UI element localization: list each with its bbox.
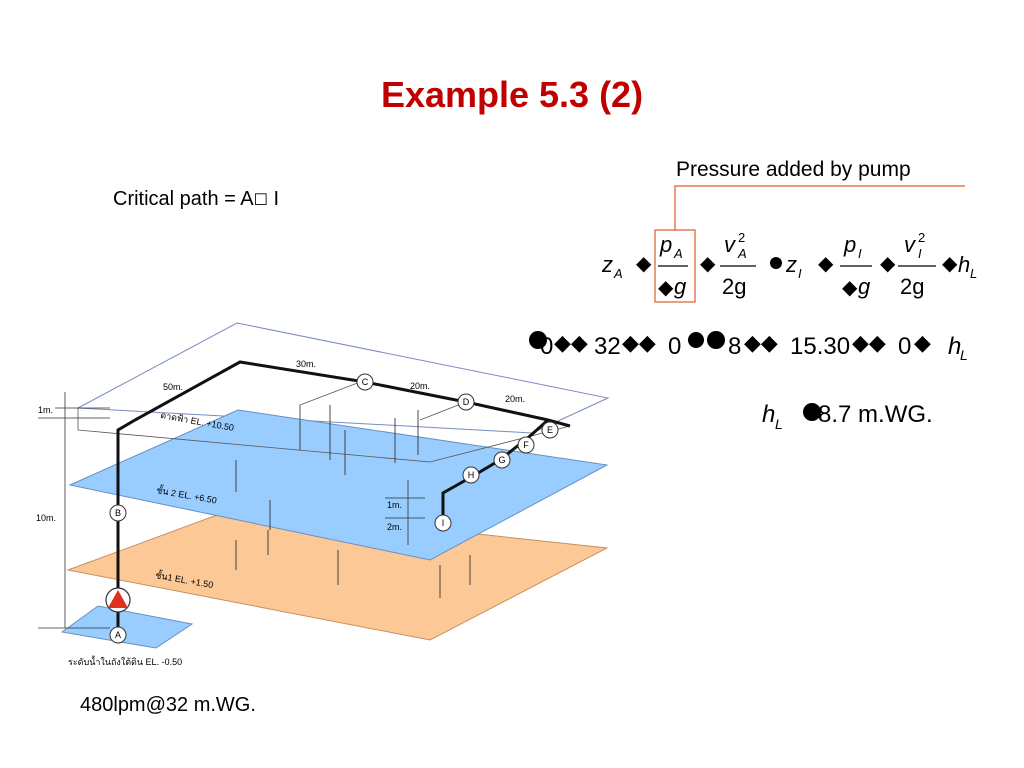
svg-text:F: F [523, 440, 529, 450]
svg-text:0: 0 [540, 333, 553, 360]
svg-text:2: 2 [738, 230, 745, 245]
energy-equation: z A ◆ p A ◆ g ◆ v 2 A 2g z I ◆ p I ◆ g ◆… [601, 230, 977, 299]
svg-text:v: v [724, 232, 737, 257]
node-I: I [434, 514, 452, 532]
svg-text:h: h [762, 401, 775, 428]
svg-text:I: I [798, 266, 802, 281]
svg-text:◆: ◆ [942, 251, 958, 275]
svg-text:I: I [918, 246, 922, 261]
critical-path-end: I [267, 188, 280, 210]
roof-outline [76, 322, 610, 434]
eq1-plus-glyph-2: ◆ [700, 251, 716, 275]
node-F: F [517, 436, 535, 454]
svg-text:◆◆: ◆◆ [622, 331, 656, 356]
svg-text:2m.: 2m. [387, 522, 402, 532]
svg-text:◆: ◆ [818, 251, 834, 275]
pump-term-highlight-box [654, 229, 696, 303]
node-E: E [541, 421, 559, 439]
svg-text:B: B [115, 508, 121, 518]
svg-text:A: A [613, 266, 623, 281]
svg-text:0: 0 [898, 333, 911, 360]
svg-text:L: L [775, 416, 783, 432]
piping-diagram: 1m. 10m. 1m. 2m. 50m. 30m. 20m. 20m. ดาด… [36, 322, 610, 667]
svg-text:z: z [785, 252, 797, 277]
svg-text:v: v [904, 232, 917, 257]
svg-text:G: G [498, 455, 505, 465]
eq1-equals-glyph [770, 257, 782, 269]
pump-pressure-label: Pressure added by pump [676, 158, 911, 181]
tank-level-label: ระดับน้ำในถังใต้ดิน EL. -0.50 [68, 655, 182, 667]
pump-rating-note: 480lpm@32 m.WG. [80, 694, 256, 716]
svg-text:10m.: 10m. [36, 513, 56, 523]
svg-text:L: L [960, 347, 968, 363]
svg-text:g: g [674, 274, 687, 299]
node-G: G [493, 451, 511, 469]
svg-text:1m.: 1m. [387, 500, 402, 510]
svg-text:L: L [970, 266, 977, 281]
svg-text:A: A [673, 246, 683, 261]
length-30m: 30m. [296, 359, 316, 369]
svg-text:◆: ◆ [880, 251, 896, 275]
svg-text:A: A [737, 246, 747, 261]
svg-text:8.7 m.WG.: 8.7 m.WG. [818, 401, 933, 428]
svg-text:h: h [948, 333, 961, 360]
svg-text:E: E [547, 425, 553, 435]
slide-title: Example 5.3 (2) [380, 74, 644, 115]
node-H: H [462, 466, 480, 484]
node-A: A [109, 626, 127, 644]
main-pipe [116, 360, 571, 632]
critical-path-label: Critical path = A [113, 188, 254, 210]
svg-text:2g: 2g [900, 274, 924, 299]
missing-glyph-box: ☐ [253, 192, 268, 209]
svg-text:1m.: 1m. [38, 405, 53, 415]
svg-text:2: 2 [918, 230, 925, 245]
svg-text:H: H [468, 470, 475, 480]
node-B: B [109, 504, 127, 522]
svg-text:8: 8 [728, 333, 741, 360]
floor-1-plane [66, 507, 609, 641]
svg-text:◆◆: ◆◆ [554, 331, 588, 356]
length-20m-b: 20m. [505, 394, 525, 404]
svg-text:0: 0 [668, 333, 681, 360]
headloss-result: h L 8.7 m.WG. [762, 401, 933, 432]
branch-pipe [441, 418, 549, 523]
svg-text:2g: 2g [722, 274, 746, 299]
svg-text:◆: ◆ [658, 275, 674, 299]
numeric-equation: 0 ◆◆ 32 ◆◆ 0 8 ◆◆ 15.30 ◆◆ 0 ◆ h L [529, 331, 968, 363]
node-C: C [356, 373, 374, 391]
svg-text:h: h [958, 252, 970, 277]
svg-text:p: p [659, 232, 672, 257]
svg-text:p: p [843, 232, 856, 257]
svg-text:A: A [115, 630, 121, 640]
length-20m-a: 20m. [410, 381, 430, 391]
svg-text:32: 32 [594, 333, 621, 360]
svg-text:◆: ◆ [842, 275, 858, 299]
node-D: D [457, 393, 475, 411]
eq1-zA: z [601, 252, 613, 277]
svg-text:◆◆: ◆◆ [744, 331, 778, 356]
svg-text:C: C [362, 377, 369, 387]
svg-text:I: I [858, 246, 862, 261]
critical-path-text: Critical path = A☐ I [113, 188, 279, 211]
svg-text:g: g [858, 274, 871, 299]
svg-text:15.30: 15.30 [790, 333, 850, 360]
eq1-plus-glyph-1: ◆ [636, 251, 652, 275]
svg-text:I: I [442, 518, 445, 528]
svg-text:◆◆: ◆◆ [852, 331, 886, 356]
svg-text:D: D [463, 397, 470, 407]
svg-text:◆: ◆ [914, 331, 931, 356]
tank-water [60, 605, 194, 649]
floor-2-plane [68, 409, 609, 561]
length-50m: 50m. [163, 382, 183, 392]
